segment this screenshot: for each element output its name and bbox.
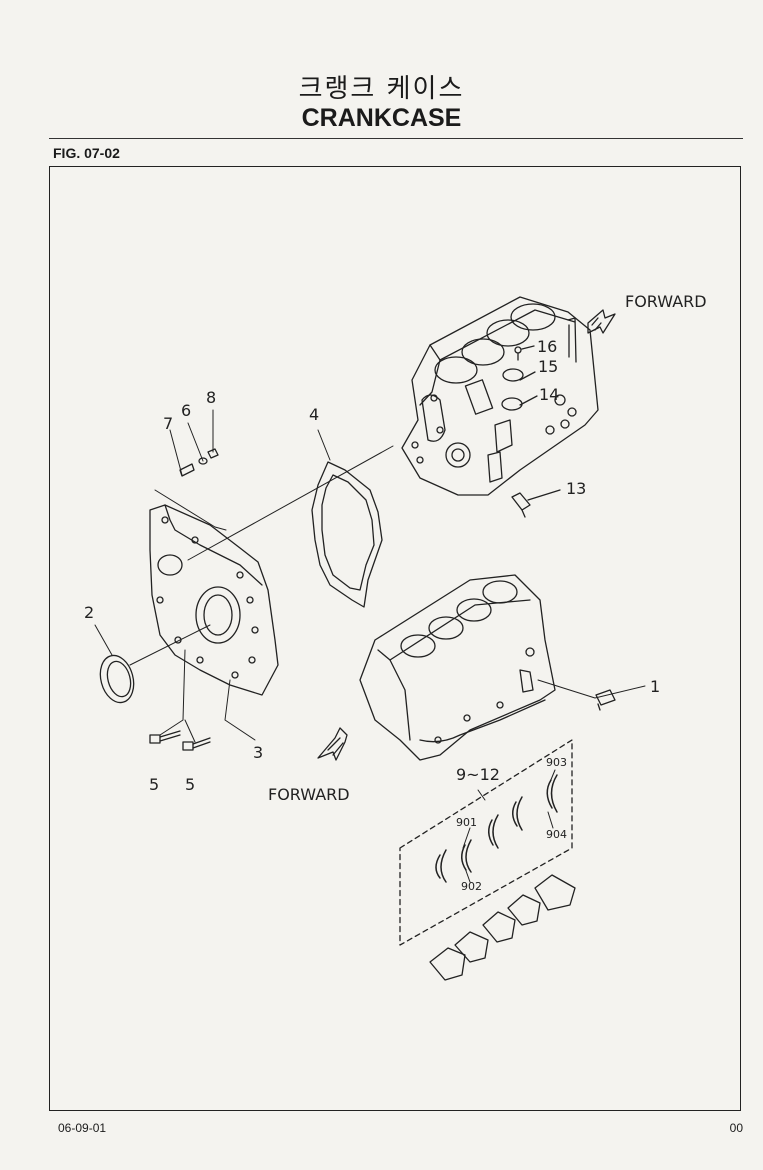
crankcase-block-upper bbox=[401, 296, 599, 496]
callout-15: 15 bbox=[538, 357, 558, 376]
bearing-set-frame bbox=[399, 739, 573, 946]
leader-lines bbox=[94, 409, 646, 883]
callout-904: 904 bbox=[546, 828, 567, 841]
plug-part-1 bbox=[595, 689, 616, 711]
callout-8: 8 bbox=[206, 388, 216, 407]
page-title-korean: 크랭크 케이스 bbox=[298, 74, 465, 104]
forward-label-top: FORWARD bbox=[625, 292, 707, 311]
callout-7: 7 bbox=[163, 414, 173, 433]
callout-14: 14 bbox=[539, 385, 559, 404]
header-rule bbox=[49, 138, 743, 139]
callout-5b: 5 bbox=[185, 775, 195, 794]
forward-arrow-top bbox=[587, 309, 616, 334]
forward-arrow-bottom bbox=[317, 727, 348, 761]
callout-9-12: 9~12 bbox=[456, 765, 500, 784]
plug-part-16 bbox=[514, 345, 535, 361]
flywheel-housing-part-3 bbox=[149, 504, 279, 696]
sensor-part-13 bbox=[511, 489, 561, 518]
forward-label-bottom: FORWARD bbox=[268, 785, 350, 804]
footer-page-number: 00 bbox=[729, 1121, 743, 1135]
callout-3: 3 bbox=[253, 743, 263, 762]
gasket-part-4 bbox=[311, 461, 383, 608]
washer-part-6 bbox=[198, 457, 208, 465]
figure-number: FIG. 07-02 bbox=[53, 145, 120, 161]
callout-902: 902 bbox=[461, 880, 482, 893]
diagram-frame bbox=[49, 166, 741, 1111]
lower-bearing-caps bbox=[429, 874, 576, 981]
leader-15 bbox=[519, 371, 536, 381]
callout-6: 6 bbox=[181, 401, 191, 420]
callout-16: 16 bbox=[537, 337, 557, 356]
callout-1: 1 bbox=[650, 677, 660, 696]
leader-14 bbox=[519, 395, 538, 406]
callout-903: 903 bbox=[546, 756, 567, 769]
bolt-part-5b bbox=[182, 737, 211, 751]
callout-901: 901 bbox=[456, 816, 477, 829]
callout-13: 13 bbox=[566, 479, 586, 498]
callout-2: 2 bbox=[84, 603, 94, 622]
crankcase-block-lower bbox=[359, 574, 556, 761]
footer-date: 06-09-01 bbox=[58, 1121, 107, 1135]
page-title: CRANKCASE bbox=[301, 104, 462, 132]
upper-bearing-shells bbox=[435, 774, 558, 883]
oil-seal-part-2 bbox=[99, 654, 135, 704]
callout-4: 4 bbox=[309, 405, 319, 424]
callout-5a: 5 bbox=[149, 775, 159, 794]
bolt-part-5a bbox=[149, 730, 181, 744]
